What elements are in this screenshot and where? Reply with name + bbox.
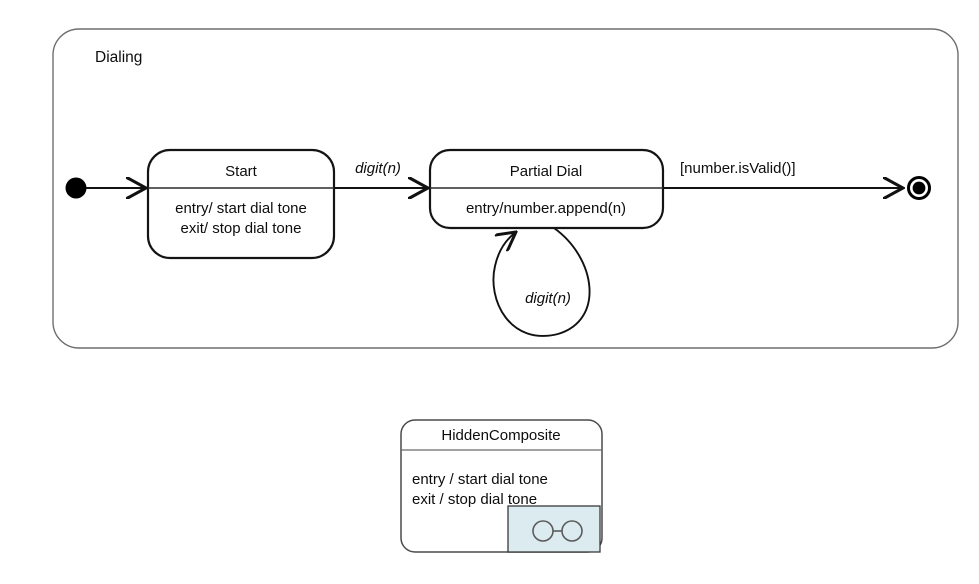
transition-partial-dial-to-final-label: [number.isValid()] xyxy=(680,160,796,177)
transition-partial-dial-self-loop-label: digit(n) xyxy=(525,290,571,307)
transition-partial-dial-to-final[interactable]: [number.isValid()] xyxy=(663,160,903,188)
final-state-dot xyxy=(912,181,926,195)
hidden-decomposition-icon-panel xyxy=(507,505,601,553)
state-hidden-composite-entry-line: entry / start dial tone xyxy=(412,471,548,488)
state-partial-dial-title: Partial Dial xyxy=(510,163,583,180)
initial-state-dot xyxy=(65,177,87,199)
state-hidden-composite-exit-line: exit / stop dial tone xyxy=(412,491,537,508)
state-start-title: Start xyxy=(225,163,258,180)
state-start[interactable]: Start entry/ start dial tone exit/ stop … xyxy=(146,148,336,260)
region-dialing-label: Dialing xyxy=(95,49,142,66)
initial-state[interactable] xyxy=(65,177,87,199)
state-start-border xyxy=(146,148,336,260)
transition-partial-dial-self-loop[interactable]: digit(n) xyxy=(492,227,591,337)
state-partial-dial-entry-line: entry/number.append(n) xyxy=(466,200,626,217)
final-state-ring xyxy=(907,176,931,200)
hidden-decomposition-icon[interactable] xyxy=(507,505,601,553)
state-hidden-composite-title: HiddenComposite xyxy=(441,427,560,444)
final-state[interactable] xyxy=(907,176,931,200)
transition-start-to-partial-dial[interactable]: digit(n) xyxy=(334,160,428,188)
state-start-entry-line: entry/ start dial tone xyxy=(175,200,307,217)
transition-start-to-partial-dial-label: digit(n) xyxy=(355,160,401,177)
state-start-exit-line: exit/ stop dial tone xyxy=(181,220,302,237)
transition-partial-dial-self-loop-path xyxy=(492,227,591,337)
state-partial-dial[interactable]: Partial Dial entry/number.append(n) xyxy=(428,148,665,230)
